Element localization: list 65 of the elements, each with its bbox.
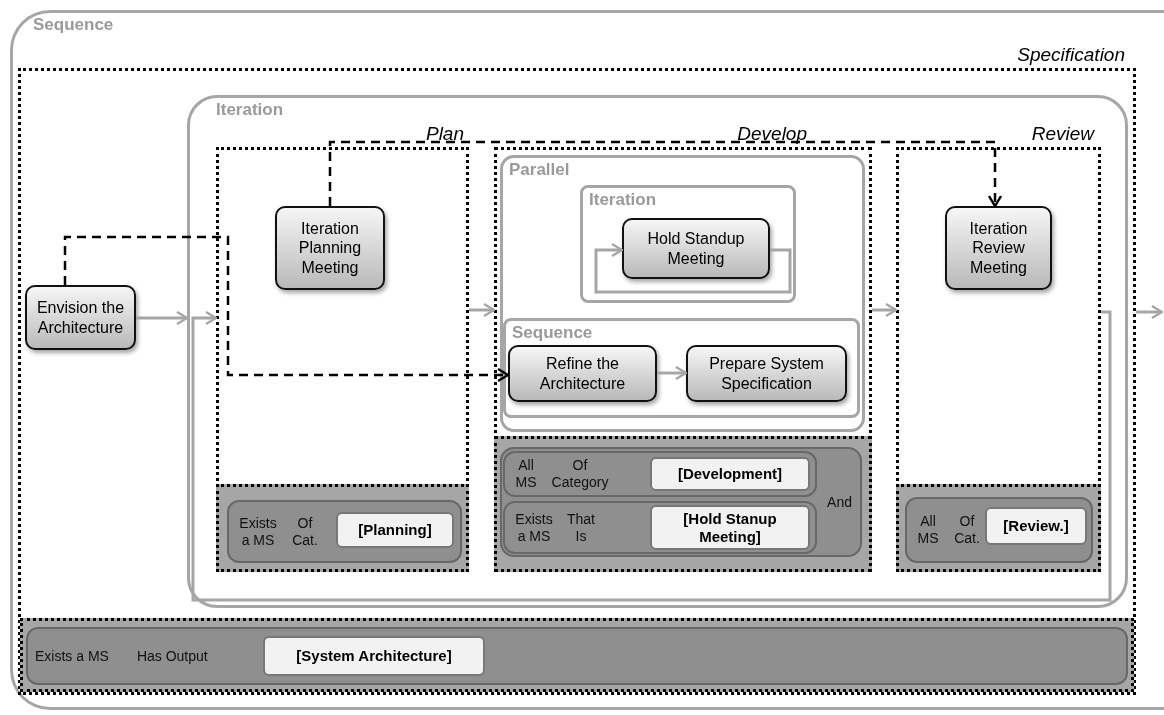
condition-text: Has Output <box>136 647 208 665</box>
condition-box <box>227 500 462 563</box>
arrow <box>1136 304 1164 320</box>
condition-text: That Is <box>566 510 596 545</box>
arrow <box>872 302 898 318</box>
operator-text: And <box>827 494 852 510</box>
activity-label: Iteration Review Meeting <box>968 219 1029 277</box>
value-box <box>650 457 810 491</box>
value-label: [System Architecture] <box>296 647 452 665</box>
condition-box <box>503 501 817 554</box>
value-box <box>650 505 810 550</box>
activity-box <box>686 345 847 402</box>
condition-panel <box>20 618 1134 692</box>
container-title: Parallel <box>509 160 570 180</box>
condition-text: Exists a MS <box>238 514 278 549</box>
value-box <box>336 512 454 548</box>
group-container <box>187 95 1128 608</box>
value-box <box>985 507 1087 545</box>
condition-panel <box>494 436 872 572</box>
activity-label: Hold Standup Meeting <box>646 229 746 268</box>
activity-box <box>275 206 385 290</box>
condition-text: Exists a MS <box>514 510 554 545</box>
condition-box <box>503 451 817 497</box>
condition-box <box>26 627 1128 685</box>
arrow <box>469 302 496 318</box>
arrow <box>191 310 1112 602</box>
value-label: [Development] <box>677 465 783 483</box>
arrow <box>657 365 688 381</box>
condition-text: Of Category <box>550 457 610 491</box>
dashed-arrow <box>63 235 510 383</box>
frame-title: Review <box>1031 123 1094 145</box>
value-label: [Hold Stanup Meeting] <box>682 510 778 545</box>
condition-panel <box>216 484 469 572</box>
activity-label: Prepare System Specification <box>708 354 825 393</box>
value-label: [Planning] <box>358 521 432 539</box>
frame-title: Specification <box>1017 44 1125 66</box>
condition-box <box>905 497 1093 563</box>
activity-label: Refine the Architecture <box>538 354 627 393</box>
condition-text: All MS <box>514 457 538 491</box>
container-title: Sequence <box>33 15 114 35</box>
frame-title: Plan <box>425 123 464 145</box>
activity-label: Envision the Architecture <box>35 298 126 337</box>
value-label: [Review.] <box>1003 517 1069 535</box>
container-title: Sequence <box>512 323 593 343</box>
condition-text: Exists a MS <box>35 647 109 665</box>
frame-title: Develop <box>737 123 807 145</box>
container-title: Iteration <box>589 190 657 210</box>
condition-text: Of Cat. <box>953 513 981 547</box>
condition-text: All MS <box>916 513 940 547</box>
condition-group <box>500 447 862 557</box>
activity-box <box>25 285 136 350</box>
condition-text: Of Cat. <box>291 514 319 549</box>
activity-label: Iteration Planning Meeting <box>297 219 363 277</box>
condition-panel <box>896 484 1101 572</box>
arrow <box>594 242 792 294</box>
container-title: Iteration <box>216 100 284 120</box>
activity-box <box>622 218 770 279</box>
value-box <box>263 636 485 676</box>
arrow <box>136 310 189 326</box>
activity-box <box>508 345 657 402</box>
group-container <box>503 318 860 418</box>
group-container <box>580 185 796 303</box>
dashed-arrow <box>328 140 1003 208</box>
activity-box <box>945 206 1052 290</box>
group-container <box>500 155 865 432</box>
